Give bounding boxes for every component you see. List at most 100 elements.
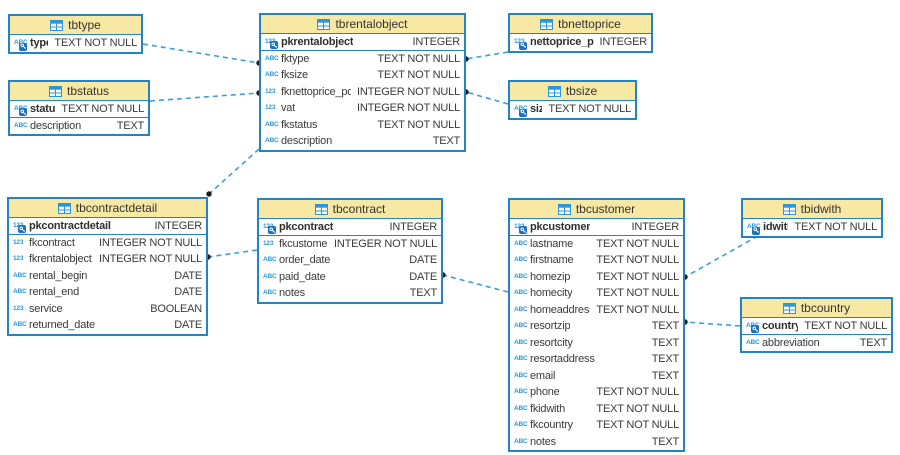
table-header[interactable]: tbrentalobject [261, 15, 464, 34]
table-title: tbtype [68, 18, 101, 32]
column-name: fkcontract [29, 236, 75, 249]
column-name: fkidwith [530, 402, 566, 415]
numeric-column-icon: 123 [265, 38, 281, 49]
column-type: TEXT NOT NULL [596, 386, 679, 399]
column-name: size [530, 103, 543, 116]
table-tbtype[interactable]: tbtypeABCtypeTEXT NOT NULL [8, 14, 143, 54]
table-header[interactable]: tbcustomer [510, 200, 683, 219]
numeric-column-icon: 123 [13, 255, 24, 262]
column-row-pkcustomer[interactable]: 123pkcustomerINTEGER [510, 219, 683, 236]
column-type: INTEGER NOT NULL [334, 237, 437, 250]
relationship-line-tbsize-to-tbrentalobject[interactable] [465, 91, 509, 105]
relationship-line-tbnettoprice-to-tbrentalobject[interactable] [465, 51, 509, 60]
primary-key-icon [268, 226, 276, 234]
text-column-icon: ABC [514, 404, 528, 412]
column-row-pkcontract[interactable]: 123pkcontractINTEGER [259, 219, 441, 236]
column-name: idwith [763, 221, 788, 234]
relationship-line-tbstatus-to-tbrentalobject[interactable] [149, 92, 260, 102]
column-row-country[interactable]: ABCcountryTEXT NOT NULL [742, 318, 891, 335]
table-tbcountry[interactable]: tbcountryABCcountryTEXT NOT NULLABCabbre… [740, 297, 893, 353]
relationship-line-tbcountry-to-tbcustomer[interactable] [684, 321, 741, 327]
table-title: tbcontract [332, 202, 386, 216]
column-name: pkcontract [279, 220, 334, 233]
text-column-icon: ABC [514, 355, 528, 362]
table-header[interactable]: tbsize [510, 82, 635, 101]
relationship-line-tbcontract-to-tbcontractdetail[interactable] [207, 249, 258, 258]
table-icon [317, 18, 331, 30]
table-tbcustomer[interactable]: tbcustomer 123pkcustomerINTEGERABClastnam… [508, 198, 685, 452]
table-header[interactable]: tbtype [10, 16, 141, 35]
text-column-icon: ABC [265, 137, 279, 144]
relationship-line-tbtype-to-tbrentalobject[interactable] [142, 43, 260, 64]
column-row-pkcontractdetail[interactable]: 123pkcontractdetailINTEGER [9, 218, 206, 235]
text-column-icon: ABC [263, 289, 277, 296]
table-title: tbstatus [66, 84, 110, 98]
table-tbidwith[interactable]: tbidwithABCidwithTEXT NOT NULL [741, 198, 883, 238]
table-header[interactable]: tbcountry [742, 299, 891, 318]
primary-key-icon [19, 42, 27, 51]
column-type: INTEGER [389, 220, 438, 233]
table-header[interactable]: tbstatus [10, 82, 148, 101]
table-icon [557, 203, 571, 215]
table-tbrentalobject[interactable]: tbrentalobject123pkrentalobjectINTEGERAB… [259, 13, 466, 152]
column-row-status[interactable]: ABCstatusTEXT NOT NULL [10, 101, 148, 118]
table-tbcontractdetail[interactable]: tbcontractdetail123pkcontractdetailINTEG… [7, 197, 208, 336]
column-name: service [29, 302, 63, 315]
table-header[interactable]: tbnettoprice [510, 15, 651, 34]
primary-key-icon [519, 226, 527, 234]
column-row-pkrentalobject[interactable]: 123pkrentalobjectINTEGER [261, 34, 464, 51]
table-tbstatus[interactable]: tbstatusABCstatusTEXT NOT NULLABCdescrip… [8, 80, 150, 136]
table-header[interactable]: tbcontract [259, 200, 441, 219]
table-title: tbcustomer [575, 202, 636, 216]
column-row-size[interactable]: ABCsizeTEXT NOT NULL [510, 101, 635, 118]
column-type: INTEGER NOT NULL [99, 253, 202, 266]
text-column-icon: ABC [14, 121, 28, 129]
column-row-idwith[interactable]: ABCidwithTEXT NOT NULL [743, 219, 881, 236]
table-header[interactable]: tbcontractdetail [9, 199, 206, 218]
column-type: TEXT NOT NULL [596, 254, 679, 267]
relationship-line-tbidwith-to-tbcustomer[interactable] [684, 235, 759, 278]
relationship-line-tbrentalobject-to-tbcontractdetail[interactable] [208, 148, 260, 195]
table-header[interactable]: tbidwith [743, 200, 881, 219]
table-tbcontract[interactable]: tbcontract123pkcontractINTEGER123fkcusto… [257, 198, 443, 304]
column-name: type [30, 37, 48, 50]
column-name: paid_date [279, 270, 326, 283]
column-row-type[interactable]: ABCtypeTEXT NOT NULL [10, 35, 141, 52]
column-name: phone [530, 386, 560, 399]
table-tbsize[interactable]: tbsizeABCsizeTEXT NOT NULL [508, 80, 637, 120]
relationship-line-tbcustomer-to-tbcontract[interactable] [442, 274, 509, 293]
